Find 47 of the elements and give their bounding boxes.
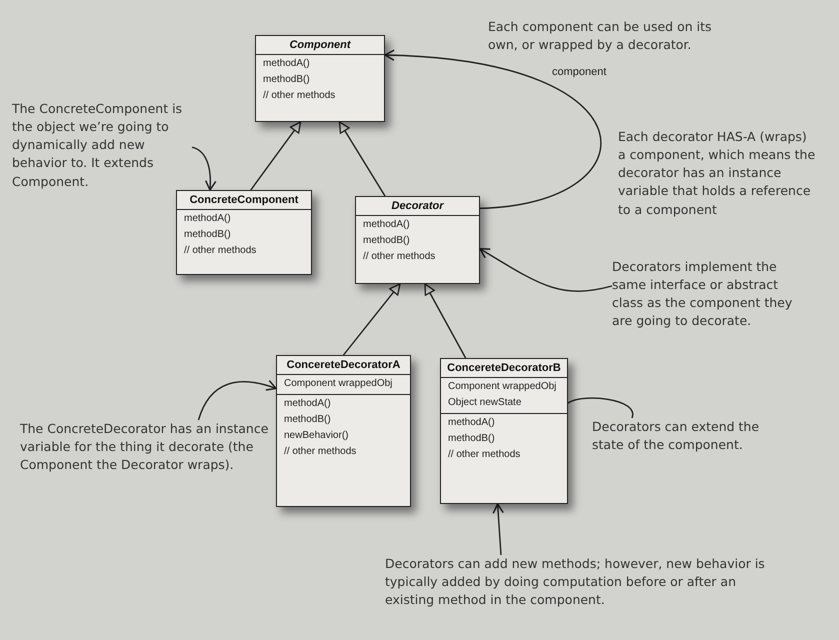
method-text: methodB() xyxy=(263,74,311,85)
leader-line xyxy=(568,397,634,418)
annotation-text: The ConcreteComponent is the object we’re going to dynamically add new behavior to. It extends Component. xyxy=(12,100,192,191)
inheritance-arrow xyxy=(424,283,466,358)
method-text: methodA() xyxy=(184,213,232,224)
class-box xyxy=(176,190,312,275)
annotation-text: Decorators implement the same interface or abstract class as the component they are going to decorate. xyxy=(612,258,812,330)
annotation-text: Decorators can add new methods; however, new behavior is typically added by doing computation before or after an existing method in the component. xyxy=(385,555,785,610)
class-name: ConcereteDecoratorA xyxy=(277,356,410,375)
class-name: Decorator xyxy=(356,197,479,216)
member-text: // other methods xyxy=(263,90,336,101)
method-text: newBehavior() xyxy=(284,430,350,441)
class-name: ConcreteComponent xyxy=(177,191,311,210)
annotation-text: Decorators can extend the state of the component. xyxy=(592,418,792,454)
leader-arrow xyxy=(492,503,504,556)
annotation-text: The ConcreteDecorator has an instance variable for the thing it decorate (the Component the Decorator wraps). xyxy=(20,420,275,474)
method-text: methodA() xyxy=(363,219,411,230)
annotation-text: Each decorator HAS-A (wraps) a component, which means the decorator has an instance variable that holds a reference to a component xyxy=(618,128,816,219)
class-name: ConcereteDecoratorB xyxy=(441,359,567,378)
method-text: methodB() xyxy=(448,433,496,444)
class-box xyxy=(355,196,480,284)
class-box xyxy=(255,35,385,122)
member-text: // other methods xyxy=(184,245,258,256)
edge-label: component xyxy=(550,66,608,78)
method-text: methodA() xyxy=(284,398,332,409)
member-text: Component wrappedObj xyxy=(284,378,394,389)
annotation-text: Each component can be used on its own, or wrapped by a decorator. xyxy=(488,18,713,54)
leader-arrow xyxy=(198,380,277,420)
leader-arrow xyxy=(192,146,216,191)
method-text: methodB() xyxy=(363,235,411,246)
inheritance-arrow xyxy=(250,121,302,190)
leader-arrow xyxy=(479,248,612,292)
member-text: // other methods xyxy=(363,251,436,262)
inheritance-arrow xyxy=(338,121,386,196)
class-box xyxy=(440,358,568,504)
member-text: Object newState xyxy=(448,397,522,408)
method-text: methodA() xyxy=(263,58,311,69)
class-name: Component xyxy=(256,36,384,55)
method-text: methodB() xyxy=(284,414,332,425)
member-text: // other methods xyxy=(448,449,522,460)
method-text: methodB() xyxy=(184,229,232,240)
inheritance-arrow xyxy=(342,283,401,356)
class-box xyxy=(276,355,411,507)
association-arrow xyxy=(384,50,601,210)
member-text: // other methods xyxy=(284,446,358,457)
member-text: Component wrappedObj xyxy=(448,381,558,392)
method-text: methodA() xyxy=(448,417,496,428)
